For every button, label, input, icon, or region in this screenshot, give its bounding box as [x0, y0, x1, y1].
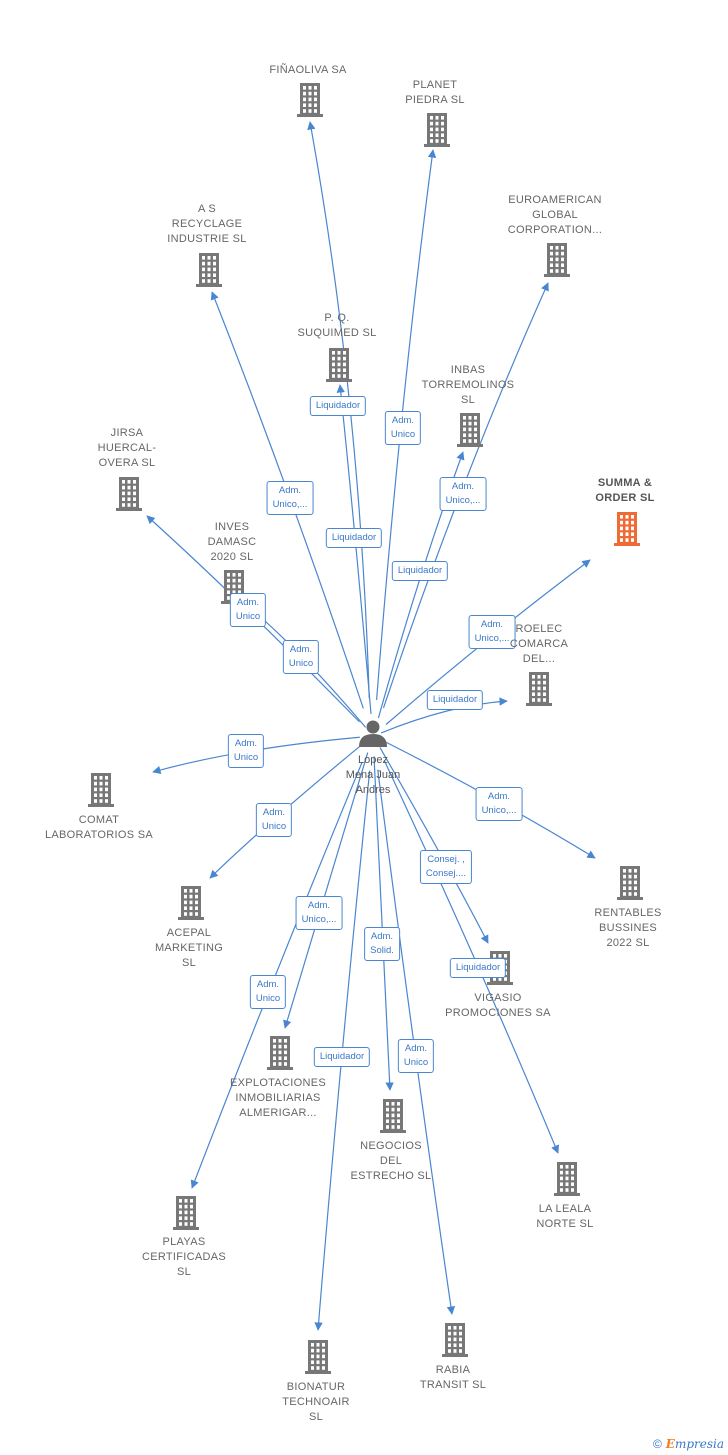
building-icon-jirsa[interactable]: [116, 477, 142, 511]
node-label-planet[interactable]: PLANET PIEDRA SL: [405, 79, 465, 106]
edge-label-bionatur[interactable]: Liquidador: [313, 1047, 371, 1067]
building-icon-planet[interactable]: [424, 113, 450, 147]
building-icon-summa[interactable]: [614, 512, 640, 546]
node-label-roelec[interactable]: ROELEC COMARCA DEL...: [509, 623, 569, 665]
edge-label-finaoliva[interactable]: Liquidador: [309, 396, 367, 416]
building-icon-inbas[interactable]: [457, 413, 483, 447]
building-icon-asrecyclage[interactable]: [196, 253, 222, 287]
edge-label-asrecyclage[interactable]: Adm. Unico,...: [266, 481, 314, 515]
node-label-euroamerican[interactable]: EUROAMERICAN GLOBAL CORPORATION...: [507, 194, 603, 236]
edge-laleala: [383, 759, 559, 1154]
building-icon-bionatur[interactable]: [305, 1340, 331, 1374]
node-label-acepal[interactable]: ACEPAL MARKETING SL: [154, 927, 224, 969]
node-label-jirsa[interactable]: JIRSA HUERCAL- OVERA SL: [97, 427, 157, 469]
brand-logo[interactable]: Empresia: [665, 1437, 724, 1451]
building-icon-rabia[interactable]: [442, 1323, 468, 1357]
building-icon-euroamerican[interactable]: [544, 243, 570, 277]
edge-label-explotaciones[interactable]: Adm. Unico,...: [295, 896, 343, 930]
node-label-inves[interactable]: INVES DAMASC 2020 SL: [207, 521, 257, 563]
building-icon-playas[interactable]: [173, 1196, 199, 1230]
node-label-bionatur[interactable]: BIONATUR TECHNOAIR SL: [282, 1381, 350, 1423]
edge-label-acepal[interactable]: Adm. Unico: [255, 803, 293, 837]
edge-label-roelec[interactable]: Liquidador: [426, 690, 484, 710]
building-icon-laleala[interactable]: [554, 1162, 580, 1196]
node-label-pqsuquimed[interactable]: P. Q. SUQUIMED SL: [297, 312, 377, 339]
node-label-negocios[interactable]: NEGOCIOS DEL ESTRECHO SL: [350, 1140, 432, 1182]
building-icon-pqsuquimed[interactable]: [326, 348, 352, 382]
building-icon-acepal[interactable]: [178, 886, 204, 920]
building-icon-rentables[interactable]: [617, 866, 643, 900]
node-label-vigasio[interactable]: VIGASIO PROMOCIONES SA: [445, 992, 551, 1019]
building-icon-negocios[interactable]: [380, 1099, 406, 1133]
edge-label-planet[interactable]: Adm. Unico: [384, 411, 422, 445]
copyright-icon: ©: [652, 1437, 662, 1451]
node-label-playas[interactable]: PLAYAS CERTIFICADAS SL: [141, 1236, 227, 1278]
node-label-finaoliva[interactable]: FIÑAOLIVA SA: [269, 64, 347, 76]
edge-label-inves[interactable]: Adm. Unico: [282, 640, 320, 674]
edge-label-comat[interactable]: Adm. Unico: [227, 734, 265, 768]
edge-label-playas[interactable]: Adm. Unico: [249, 975, 287, 1009]
edge-roelec: [380, 697, 508, 734]
node-label-explotaciones[interactable]: EXPLOTACIONES INMOBILIARIAS ALMERIGAR...: [230, 1077, 326, 1119]
edge-label-pqsuquimed[interactable]: Liquidador: [325, 528, 383, 548]
edge-label-rentables[interactable]: Adm. Unico,...: [475, 787, 523, 821]
node-label-asrecyclage[interactable]: A S RECYCLAGE INDUSTRIE SL: [167, 203, 247, 245]
edge-label-vigasio[interactable]: Consej. , Consej....: [419, 850, 473, 884]
node-label-rentables[interactable]: RENTABLES BUSSINES 2022 SL: [594, 907, 662, 949]
node-label-rabia[interactable]: RABIA TRANSIT SL: [419, 1364, 487, 1391]
person-icon[interactable]: [359, 720, 387, 748]
node-label-comat[interactable]: COMAT LABORATORIOS SA: [44, 814, 154, 841]
footer: ©Empresia: [653, 1437, 724, 1451]
building-icon-comat[interactable]: [88, 773, 114, 807]
edge-label-jirsa[interactable]: Adm. Unico: [229, 593, 267, 627]
edge-label-euroamerican[interactable]: Adm. Unico,...: [439, 477, 487, 511]
edge-label-rabia[interactable]: Adm. Unico: [397, 1039, 435, 1073]
node-label-inbas[interactable]: INBAS TORREMOLINOS SL: [421, 364, 515, 406]
building-icon-finaoliva[interactable]: [297, 83, 323, 117]
edge-label-laleala[interactable]: Liquidador: [449, 958, 507, 978]
node-label-laleala[interactable]: LA LEALA NORTE SL: [536, 1203, 594, 1230]
edge-pqsuquimed: [336, 384, 372, 715]
building-icon-explotaciones[interactable]: [267, 1036, 293, 1070]
edge-label-inbas[interactable]: Liquidador: [391, 561, 449, 581]
edge-label-summa[interactable]: Adm. Unico,...: [468, 615, 516, 649]
edge-label-negocios[interactable]: Adm. Solid.: [364, 927, 400, 961]
person-label[interactable]: Lopez Mena Juan Andres: [345, 754, 401, 796]
node-label-summa[interactable]: SUMMA & ORDER SL: [595, 477, 655, 504]
building-icon-roelec[interactable]: [526, 672, 552, 706]
